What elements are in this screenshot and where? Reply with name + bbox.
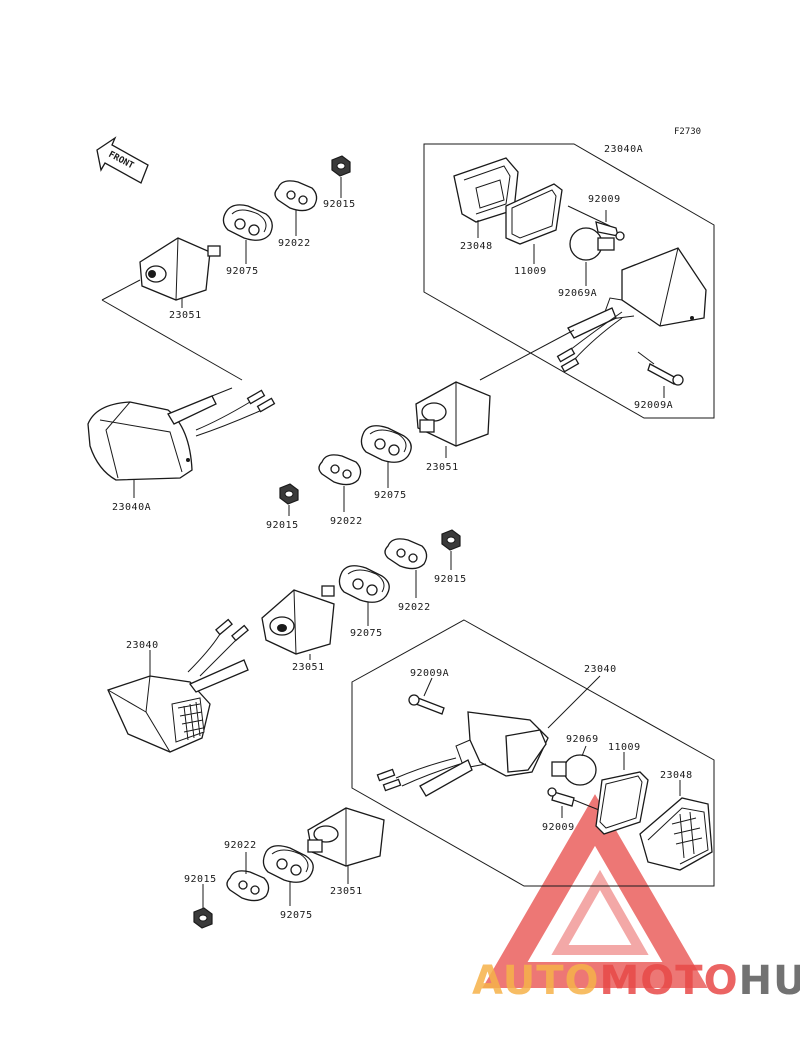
part-label: 92015 bbox=[323, 199, 356, 210]
part-label: 92022 bbox=[278, 238, 311, 249]
front-arrow-icon: FRONT bbox=[96, 136, 149, 184]
bracket-23051-a bbox=[139, 237, 221, 301]
turn-signal-23040-left bbox=[107, 618, 249, 753]
part-label: 92009A bbox=[634, 400, 673, 411]
part-label: 92009 bbox=[542, 822, 575, 833]
part-label: 23051 bbox=[426, 462, 459, 473]
part-label: 23051 bbox=[292, 662, 325, 673]
part-label: 92015 bbox=[434, 574, 467, 585]
washer-92022-b bbox=[318, 454, 362, 486]
washer-92022-c bbox=[384, 538, 428, 570]
screw-92009A-a bbox=[647, 363, 684, 386]
screw-92009-b bbox=[547, 787, 605, 813]
grommet-92075-d bbox=[262, 845, 314, 883]
part-label: 92022 bbox=[330, 516, 363, 527]
part-label: 92075 bbox=[280, 910, 313, 921]
nut-92015-c bbox=[441, 529, 461, 551]
part-label: 92015 bbox=[184, 874, 217, 885]
grommet-92075-c bbox=[338, 565, 390, 603]
part-label: 92022 bbox=[398, 602, 431, 613]
bracket-23051-b bbox=[415, 381, 491, 447]
part-label: 23051 bbox=[169, 310, 202, 321]
turn-signal-23040A-left bbox=[87, 387, 276, 481]
gasket-11009-b bbox=[595, 771, 649, 835]
assembly-box-top bbox=[423, 143, 715, 419]
part-label: 23040A bbox=[112, 502, 151, 513]
part-label: 92075 bbox=[226, 266, 259, 277]
turn-signal-23040-right bbox=[376, 711, 549, 797]
nut-92015-d bbox=[193, 907, 213, 929]
part-label: 23040 bbox=[584, 664, 617, 675]
watermark-text: AUTOMOTOHUB bbox=[472, 958, 800, 1004]
bracket-23051-d bbox=[307, 807, 385, 867]
part-label: 92069 bbox=[566, 734, 599, 745]
part-label: 11009 bbox=[608, 742, 641, 753]
washer-92022-a bbox=[274, 180, 318, 212]
washer-92022-d bbox=[226, 870, 270, 902]
lens-23048-b bbox=[639, 797, 713, 871]
lens-23048-a bbox=[453, 157, 519, 223]
bracket-23051-c bbox=[261, 585, 335, 655]
bulb-92069 bbox=[551, 754, 597, 786]
grommet-92075-b bbox=[360, 425, 412, 463]
screw-92009A-b bbox=[408, 694, 445, 715]
watermark-part-1: AUTO bbox=[472, 958, 600, 1004]
part-label: 23048 bbox=[460, 241, 493, 252]
nut-92015-a bbox=[331, 155, 351, 177]
assembly-box-bottom bbox=[351, 619, 715, 887]
watermark-part-2: MOTO bbox=[600, 958, 739, 1004]
nut-92015-b bbox=[279, 483, 299, 505]
part-label: 92075 bbox=[350, 628, 383, 639]
watermark-part-3: HUB bbox=[739, 958, 800, 1004]
part-label: 92075 bbox=[374, 490, 407, 501]
part-label: 23048 bbox=[660, 770, 693, 781]
part-label: 23040A bbox=[604, 144, 643, 155]
part-label: 92022 bbox=[224, 840, 257, 851]
part-label: 23040 bbox=[126, 640, 159, 651]
part-label: 92069A bbox=[558, 288, 597, 299]
turn-signal-23040A-right bbox=[556, 247, 707, 373]
part-label: 23051 bbox=[330, 886, 363, 897]
screw-92009-a bbox=[567, 205, 625, 241]
bulb-92069A bbox=[569, 227, 615, 261]
watermark-logo-triangle bbox=[482, 794, 708, 988]
part-label: 92009A bbox=[410, 668, 449, 679]
part-label: 11009 bbox=[514, 266, 547, 277]
lens-grid-icon bbox=[171, 697, 205, 743]
gasket-11009-a bbox=[505, 183, 563, 245]
grommet-92075-a bbox=[222, 204, 273, 241]
part-label: 92009 bbox=[588, 194, 621, 205]
figure-code: F2730 bbox=[674, 127, 701, 137]
part-label: 92015 bbox=[266, 520, 299, 531]
svg-text:AUTOMOTOHUB: AUTOMOTOHUB bbox=[472, 958, 800, 1004]
